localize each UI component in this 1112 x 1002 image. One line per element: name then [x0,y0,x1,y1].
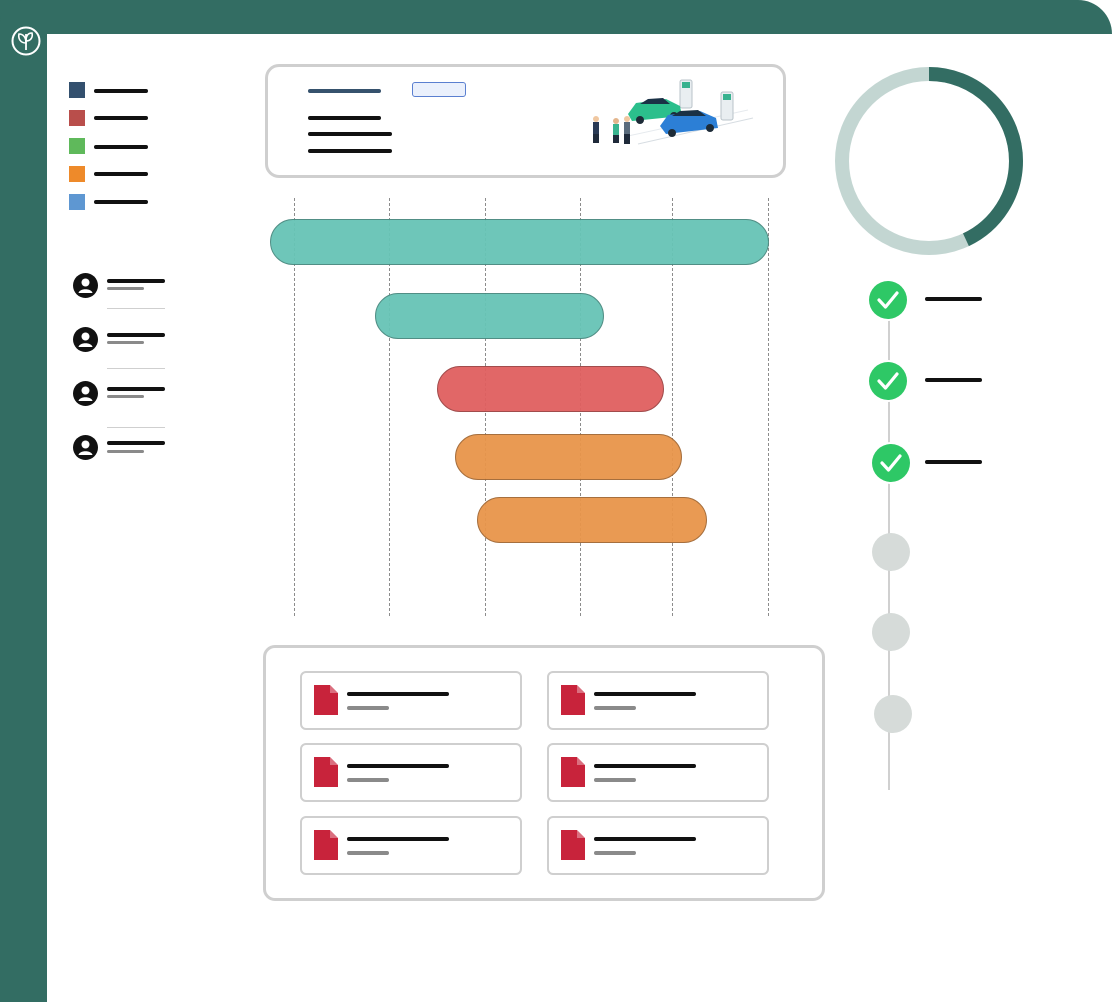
app-frame-sidebar [0,0,47,1002]
legend-label-placeholder [94,200,148,204]
donut-fill [835,67,1023,255]
document-icon [561,830,585,860]
document-card[interactable] [547,816,769,875]
document-title-placeholder [347,837,449,841]
user-name-placeholder [107,279,165,283]
user-subtitle-placeholder [107,450,144,453]
gantt-bar[interactable] [374,293,605,339]
gantt-bar[interactable] [270,219,769,265]
document-meta-placeholder [347,778,389,782]
header-card [265,64,786,178]
step-completed[interactable] [869,362,907,400]
legend-label-placeholder [94,172,148,176]
legend-label-placeholder [94,89,148,93]
step-label-placeholder [925,297,982,301]
user-name-placeholder [107,387,165,391]
user-subtitle-placeholder [107,341,144,344]
step-pending[interactable] [872,533,910,571]
document-icon [314,757,338,787]
header-text-placeholder [308,116,381,120]
document-meta-placeholder [347,706,389,710]
gridline [672,198,673,616]
step-pending[interactable] [872,613,910,651]
step-label-placeholder [925,378,982,382]
user-name-placeholder [107,441,165,445]
step-label-placeholder [925,460,982,464]
legend-swatch [69,166,85,182]
user-avatar-icon [73,381,98,406]
document-title-placeholder [594,837,696,841]
document-card[interactable] [547,743,769,802]
progress-donut [835,67,1023,255]
legend-label-placeholder [94,116,148,120]
step-completed[interactable] [872,444,910,482]
step-pending[interactable] [874,695,912,733]
gantt-bar[interactable] [437,366,665,412]
user-name-placeholder [107,333,165,337]
legend-swatch [69,82,85,98]
document-meta-placeholder [594,778,636,782]
user-avatar-icon [73,327,98,352]
document-card[interactable] [300,743,522,802]
legend-swatch [69,110,85,126]
header-title-placeholder [308,89,381,93]
document-icon [314,830,338,860]
document-icon [561,757,585,787]
document-title-placeholder [347,692,449,696]
gantt-bar[interactable] [477,497,707,543]
user-subtitle-placeholder [107,287,144,290]
check-icon [877,291,899,309]
header-text-placeholder [308,132,392,136]
document-meta-placeholder [594,706,636,710]
legend-label-placeholder [94,145,148,149]
document-icon [561,685,585,715]
check-icon [877,372,899,390]
divider [107,427,165,428]
status-chip[interactable] [412,82,466,97]
legend-swatch [69,138,85,154]
check-icon [880,454,902,472]
legend-swatch [69,194,85,210]
gridline [294,198,295,616]
user-subtitle-placeholder [107,395,144,398]
document-title-placeholder [594,692,696,696]
gridline [768,198,769,616]
document-card[interactable] [300,816,522,875]
user-avatar-icon [73,273,98,298]
step-completed[interactable] [869,281,907,319]
leaf-seal-icon[interactable] [10,25,42,57]
divider [107,368,165,369]
app-frame-top [0,0,1112,34]
user-avatar-icon [73,435,98,460]
divider [107,308,165,309]
document-meta-placeholder [347,851,389,855]
ev-charging-station-illustration [593,79,754,145]
document-card[interactable] [547,671,769,730]
document-card[interactable] [300,671,522,730]
document-title-placeholder [594,764,696,768]
header-text-placeholder [308,149,392,153]
gridline [389,198,390,616]
gantt-bar[interactable] [454,434,682,480]
document-title-placeholder [347,764,449,768]
document-icon [314,685,338,715]
document-meta-placeholder [594,851,636,855]
